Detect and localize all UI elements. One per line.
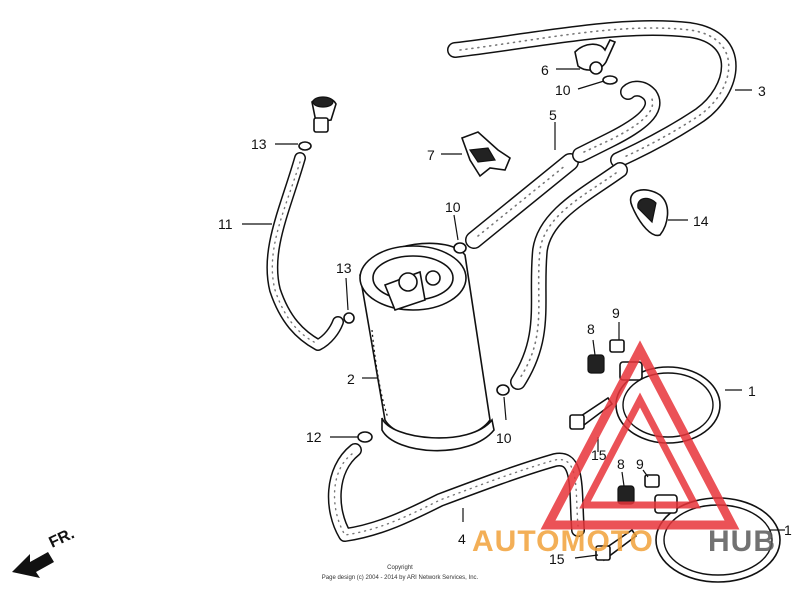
- callout-1-upper: 1: [748, 383, 756, 399]
- callout-15-lower: 15: [549, 551, 565, 567]
- hose-5[interactable]: [465, 153, 579, 249]
- hose-3[interactable]: [447, 20, 737, 168]
- callout-9-upper: 9: [612, 305, 620, 321]
- fitting-6[interactable]: [574, 38, 617, 75]
- hose-clip-13-mid[interactable]: [343, 312, 355, 324]
- valve-fitting-top[interactable]: [311, 96, 337, 133]
- callout-8-upper: 8: [587, 321, 595, 337]
- hose-upper-right[interactable]: [572, 80, 661, 163]
- callout-4: 4: [458, 531, 466, 547]
- callout-11: 11: [218, 216, 233, 232]
- bolt-15-lower[interactable]: [595, 528, 638, 562]
- washer-9-lower[interactable]: [644, 474, 660, 488]
- copyright-line-1: Copyright: [387, 565, 413, 571]
- hose-clip-12[interactable]: [357, 431, 373, 443]
- callout-2: 2: [347, 371, 355, 387]
- callout-15-upper: 15: [591, 447, 607, 463]
- nut-8-upper[interactable]: [587, 354, 605, 374]
- hose-clip-10-bottom[interactable]: [496, 384, 510, 396]
- nut-8-lower[interactable]: [617, 485, 635, 505]
- front-label: FR.: [47, 525, 78, 551]
- hose-clip-10-mid[interactable]: [453, 242, 467, 254]
- watermark-logo: AUTOMOTO HUB: [472, 340, 776, 558]
- hose-clip-13-top[interactable]: [298, 141, 312, 151]
- callout-1-lower: 1: [784, 522, 792, 538]
- canister-2[interactable]: [359, 242, 495, 452]
- callout-3: 3: [758, 83, 766, 99]
- copyright-line-2: Page design (c) 2004 - 2014 by ARI Netwo…: [322, 575, 479, 581]
- callout-7: 7: [427, 147, 435, 163]
- callout-8-lower: 8: [617, 456, 625, 472]
- front-direction-arrow: FR.: [12, 525, 77, 578]
- callout-10-top: 10: [555, 82, 571, 98]
- callout-6: 6: [541, 62, 549, 78]
- hose-canister-outlet[interactable]: [510, 162, 628, 390]
- callout-13-mid: 13: [336, 260, 352, 276]
- watermark-text-2: HUB: [708, 525, 776, 558]
- callout-14: 14: [693, 213, 709, 229]
- clip-14[interactable]: [629, 189, 669, 237]
- callout-9-lower: 9: [636, 456, 644, 472]
- bracket-7[interactable]: [460, 131, 511, 178]
- watermark-text-1: AUTOMOTO: [472, 525, 654, 558]
- hose-11[interactable]: [266, 152, 344, 351]
- callout-13-top: 13: [251, 136, 267, 152]
- callout-10-mid: 10: [445, 199, 461, 215]
- callout-5: 5: [549, 107, 557, 123]
- callout-10-bottom: 10: [496, 430, 512, 446]
- callout-12: 12: [306, 429, 322, 445]
- washer-9-upper[interactable]: [609, 339, 625, 353]
- hose-clip-10-top[interactable]: [602, 75, 618, 85]
- hose-4[interactable]: [327, 443, 585, 542]
